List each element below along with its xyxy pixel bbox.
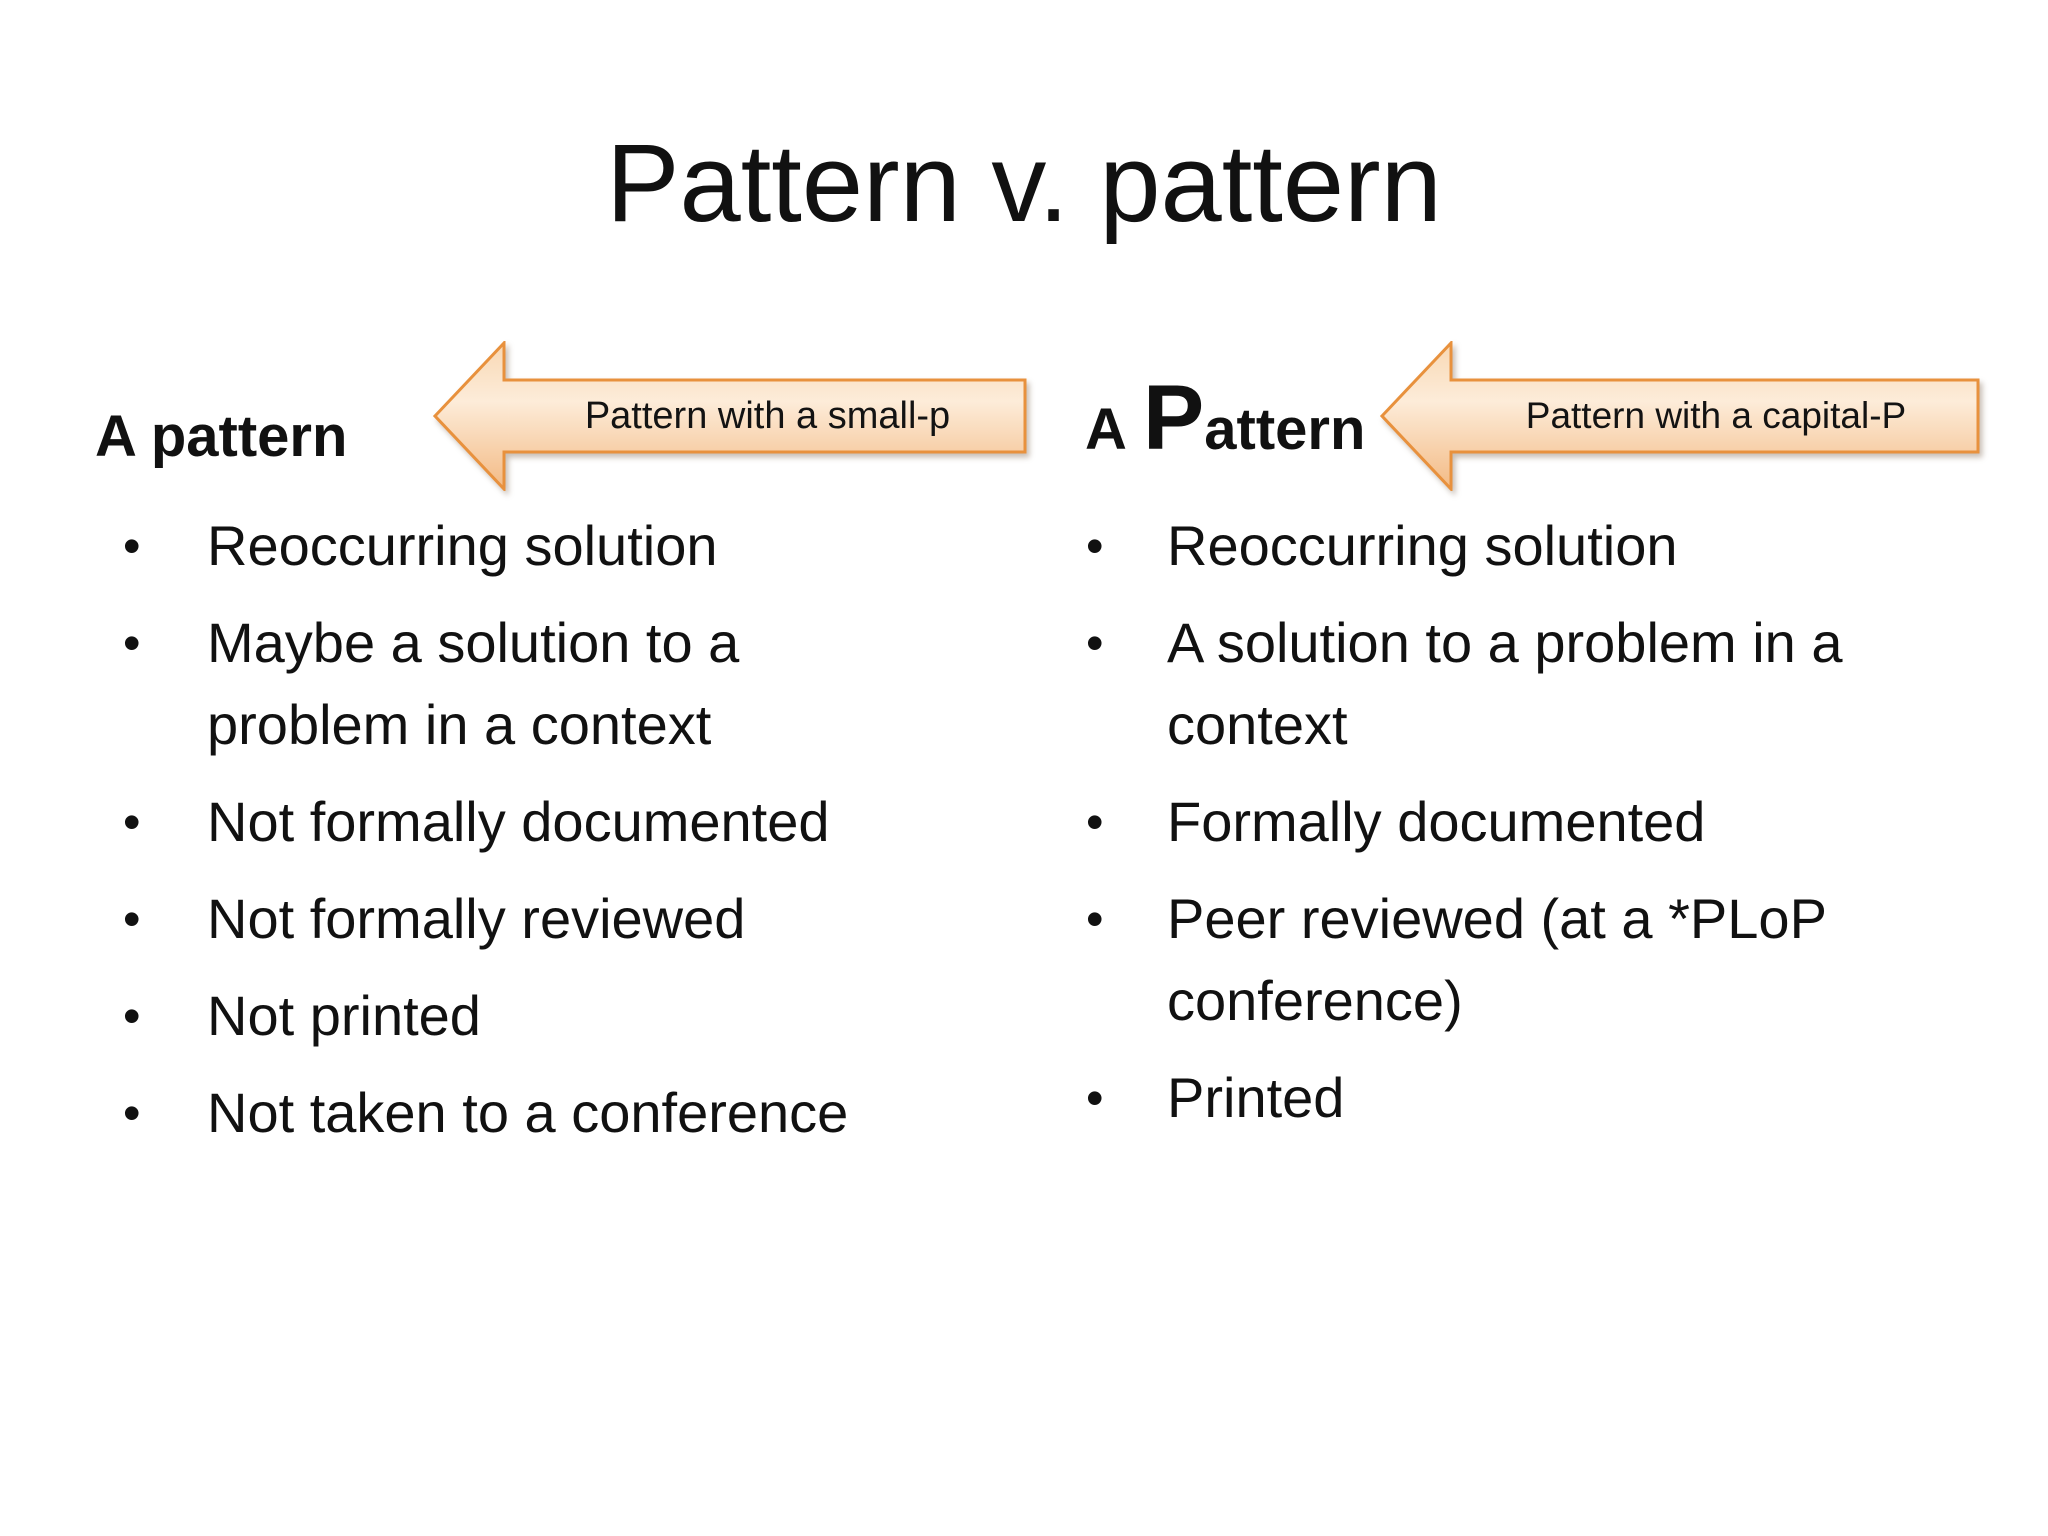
- bullet-marker: •: [1086, 518, 1104, 574]
- bullet-text: Formally documented: [1167, 790, 1706, 853]
- bullet-text: Reoccurring solution: [1167, 514, 1678, 577]
- bullet-text: A solution to a problem in a context: [1167, 611, 1843, 756]
- bullet-text: Printed: [1167, 1066, 1345, 1129]
- right-bullet-list: • Reoccurring solution • A solution to a…: [1080, 505, 1970, 1154]
- list-item: • Not formally reviewed: [110, 878, 910, 960]
- bullet-text: Reoccurring solution: [207, 514, 718, 577]
- right-heading-prefix: A: [1085, 397, 1127, 462]
- left-bullet-list: • Reoccurring solution • Maybe a solutio…: [110, 505, 910, 1169]
- right-heading-capital-letter: P: [1142, 367, 1205, 469]
- bullet-text: Peer reviewed (at a *PLoP conference): [1167, 887, 1826, 1032]
- list-item: • Not taken to a conference: [110, 1072, 910, 1154]
- bullet-text: Not taken to a conference: [207, 1081, 849, 1144]
- bullet-marker: •: [1086, 891, 1104, 947]
- bullet-text: Not formally documented: [207, 790, 830, 853]
- right-arrow-icon: [1380, 341, 1980, 491]
- bullet-text: Not printed: [207, 984, 481, 1047]
- right-arrow-label: Pattern with a capital-P: [1525, 395, 1907, 436]
- bullet-marker: •: [123, 615, 141, 671]
- bullet-text: Maybe a solution to a problem in a conte…: [207, 611, 740, 756]
- list-item: • Peer reviewed (at a *PLoP conference): [1080, 878, 1970, 1042]
- slide-title: Pattern v. pattern: [606, 122, 1442, 245]
- bullet-marker: •: [123, 891, 141, 947]
- bullet-marker: •: [1086, 615, 1104, 671]
- right-column-heading: A P attern: [1085, 372, 1365, 464]
- list-item: • Reoccurring solution: [1080, 505, 1970, 587]
- bullet-marker: •: [123, 1085, 141, 1141]
- list-item: • Reoccurring solution: [110, 505, 910, 587]
- bullet-marker: •: [1086, 794, 1104, 850]
- left-column-heading: A pattern: [95, 404, 348, 469]
- list-item: • Printed: [1080, 1057, 1970, 1139]
- bullet-text: Not formally reviewed: [207, 887, 746, 950]
- list-item: • Not formally documented: [110, 781, 910, 863]
- bullet-marker: •: [123, 988, 141, 1044]
- left-arrow-icon: [433, 341, 1027, 491]
- bullet-marker: •: [123, 518, 141, 574]
- left-arrow-label: Pattern with a small-p: [584, 394, 951, 437]
- bullet-marker: •: [1086, 1070, 1104, 1126]
- bullet-marker: •: [123, 794, 141, 850]
- list-item: • Maybe a solution to a problem in a con…: [110, 602, 910, 766]
- list-item: • Formally documented: [1080, 781, 1970, 863]
- list-item: • Not printed: [110, 975, 910, 1057]
- list-item: • A solution to a problem in a context: [1080, 602, 1970, 766]
- right-heading-rest: attern: [1204, 397, 1366, 462]
